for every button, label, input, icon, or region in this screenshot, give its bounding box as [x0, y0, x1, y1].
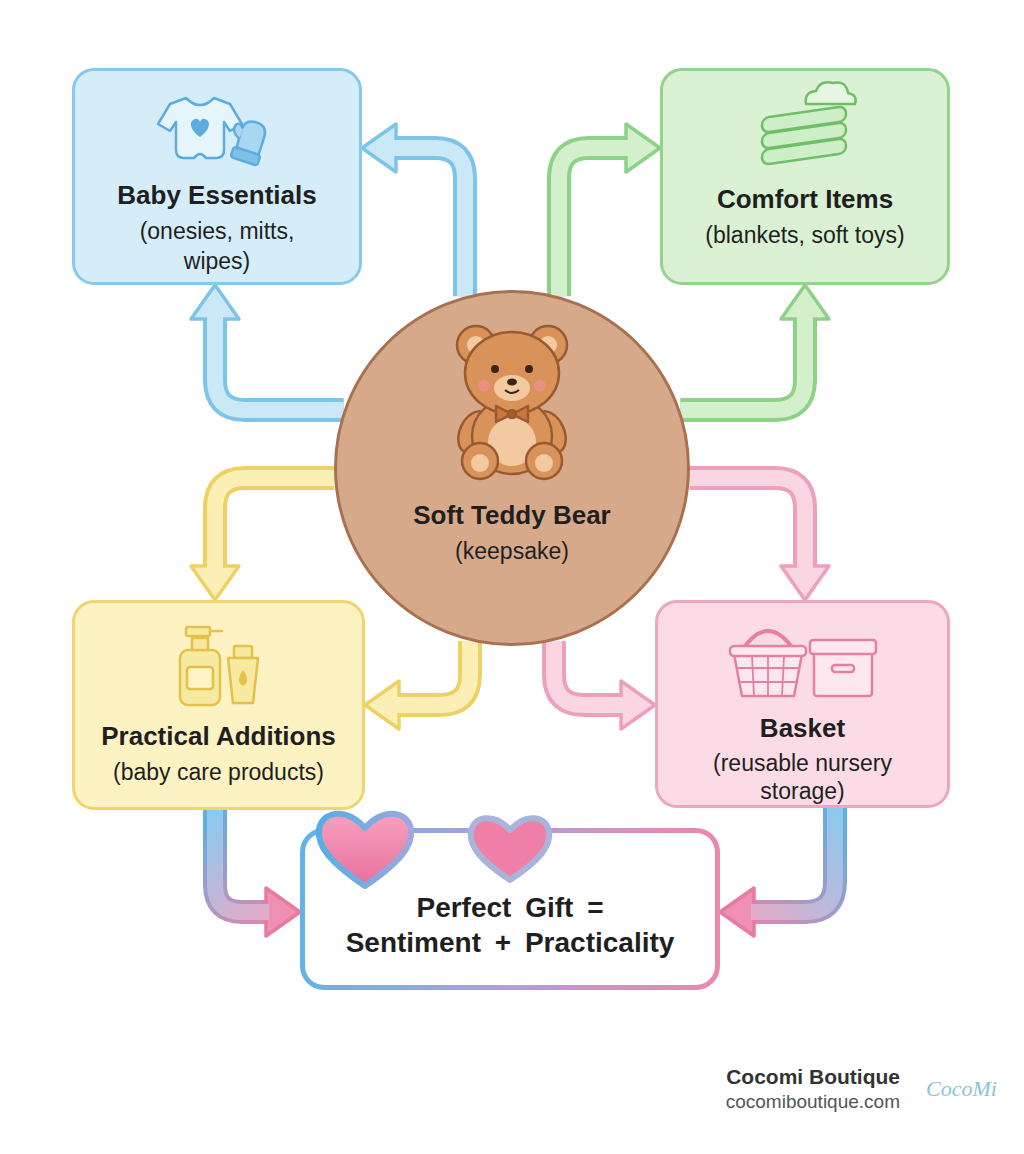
arrow-shaft-fill	[215, 316, 344, 410]
flow-arrow	[191, 478, 334, 600]
arrow-head	[621, 681, 655, 729]
result-text: Perfect Gift = Sentiment + Practicality	[344, 890, 676, 960]
arrow-head	[720, 888, 754, 936]
brand-logo: CocoMi	[926, 1076, 997, 1102]
result-box: Perfect Gift = Sentiment + Practicality	[300, 828, 720, 990]
category-box: Comfort Items (blankets, soft toys)	[660, 68, 950, 285]
node-subtitle: (keepsake)	[455, 536, 569, 566]
node-subtitle: (baby care products)	[113, 757, 324, 787]
flow-arrow	[680, 285, 829, 410]
arrow-head	[781, 566, 829, 600]
website-url: cocomiboutique.com	[726, 1090, 900, 1114]
node-subtitle: (onesies, mitts, wipes)	[117, 216, 317, 276]
arrow-head	[191, 566, 239, 600]
arrow-shaft-fill	[690, 478, 805, 569]
flow-arrow	[690, 478, 829, 600]
flow-arrow	[720, 808, 835, 936]
arrow-shaft	[215, 478, 334, 569]
arrow-shaft-fill	[393, 148, 465, 296]
category-box: Basket (reusable nursery storage)	[655, 600, 950, 808]
arrow-shaft	[393, 148, 465, 296]
arrow-head	[266, 888, 300, 936]
node-title: Practical Additions	[101, 721, 336, 751]
node-title: Baby Essentials	[117, 180, 316, 210]
arrow-shaft-fill	[554, 641, 624, 705]
arrow-shaft	[680, 316, 805, 410]
arrow-shaft-fill	[559, 148, 629, 296]
arrow-shaft-fill	[215, 810, 269, 912]
arrow-shaft	[396, 641, 470, 705]
arrow-shaft	[559, 148, 629, 296]
flow-arrow	[554, 641, 655, 729]
node-subtitle: (reusable nursery storage)	[693, 749, 913, 805]
arrow-shaft	[690, 478, 805, 569]
arrow-head	[365, 681, 399, 729]
category-box: Baby Essentials (onesies, mitts, wipes)	[72, 68, 362, 285]
node-title: Soft Teddy Bear	[413, 500, 610, 530]
arrow-shaft-fill	[215, 478, 334, 569]
flow-arrow	[191, 285, 344, 410]
arrow-head	[781, 285, 829, 319]
node-title: Basket	[760, 713, 845, 743]
arrow-shaft	[554, 641, 624, 705]
arrow-shaft-fill	[751, 808, 835, 912]
flow-arrow	[365, 641, 470, 729]
category-box: Practical Additions (baby care products)	[72, 600, 365, 810]
arrow-shaft	[215, 316, 344, 410]
arrow-head	[191, 285, 239, 319]
arrow-shaft	[751, 808, 835, 912]
node-title: Comfort Items	[717, 184, 893, 214]
arrow-head	[362, 124, 396, 172]
flow-arrow	[362, 124, 465, 296]
arrow-head	[626, 124, 660, 172]
arrow-shaft	[215, 810, 269, 912]
flow-arrow	[215, 810, 300, 936]
flow-arrow	[559, 124, 660, 296]
arrow-shaft-fill	[396, 641, 470, 705]
center-circle: Soft Teddy Bear (keepsake)	[334, 290, 690, 646]
node-subtitle: (blankets, soft toys)	[705, 220, 904, 250]
arrow-shaft-fill	[680, 316, 805, 410]
brand-name: Cocomi Boutique	[726, 1064, 900, 1090]
